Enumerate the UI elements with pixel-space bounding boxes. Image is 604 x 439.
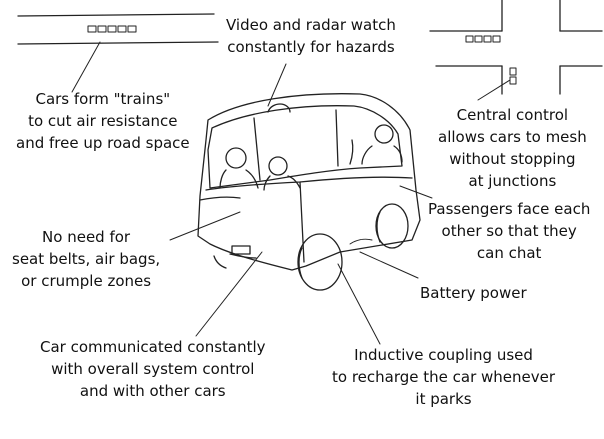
label-car-trains-line-1: Cars form "trains" [35, 90, 171, 108]
label-passengers: Passengers face each other so that they … [428, 198, 590, 264]
label-no-seatbelts-line-2: seat belts, air bags, [12, 250, 161, 268]
label-car-trains-line-3: and free up road space [16, 134, 190, 152]
label-central-control-line-4: at junctions [468, 172, 557, 190]
car-train-straight [87, 25, 137, 33]
front-headlight [231, 245, 251, 255]
junction-road-inset [429, 0, 603, 95]
label-inductive-coupling: Inductive coupling used to recharge the … [332, 344, 555, 410]
passenger-rear [349, 124, 403, 165]
label-central-control-line-3: without stopping [449, 150, 576, 168]
label-passengers-line-2: other so that they [441, 222, 577, 240]
label-central-control-line-2: allows cars to mesh [438, 128, 587, 146]
label-battery: Battery power [420, 282, 527, 304]
rear-wheel [375, 203, 409, 249]
passenger-front [219, 147, 301, 191]
pod-car [197, 93, 421, 291]
front-wheel [297, 233, 343, 291]
label-communication: Car communicated constantly with overall… [40, 336, 266, 402]
label-passengers-line-1: Passengers face each [428, 200, 591, 218]
label-communication-line-1: Car communicated constantly [40, 338, 266, 356]
label-inductive-coupling-line-2: to recharge the car whenever [332, 368, 556, 386]
label-no-seatbelts-line-1: No need for [42, 228, 131, 246]
label-communication-line-3: and with other cars [79, 382, 226, 400]
roof-sensor [267, 103, 291, 113]
label-no-seatbelts: No need for seat belts, air bags, or cru… [12, 226, 160, 292]
label-central-control: Central control allows cars to mesh with… [438, 104, 587, 192]
leader-lines [71, 41, 511, 345]
label-video-radar-line-1: Video and radar watch [226, 16, 396, 34]
label-car-trains: Cars form "trains" to cut air resistance… [16, 88, 190, 154]
label-video-radar-line-2: constantly for hazards [227, 38, 395, 56]
label-communication-line-2: with overall system control [51, 360, 255, 378]
label-car-trains-line-2: to cut air resistance [28, 112, 178, 130]
label-no-seatbelts-line-3: or crumple zones [21, 272, 152, 290]
label-passengers-line-3: can chat [476, 244, 542, 262]
straight-road-inset [17, 13, 219, 45]
car-train-junction [465, 35, 517, 85]
label-video-radar: Video and radar watch constantly for haz… [226, 14, 396, 58]
label-battery-line-1: Battery power [420, 284, 527, 302]
label-inductive-coupling-line-3: it parks [415, 390, 472, 408]
label-central-control-line-1: Central control [456, 106, 569, 124]
label-inductive-coupling-line-1: Inductive coupling used [354, 346, 533, 364]
